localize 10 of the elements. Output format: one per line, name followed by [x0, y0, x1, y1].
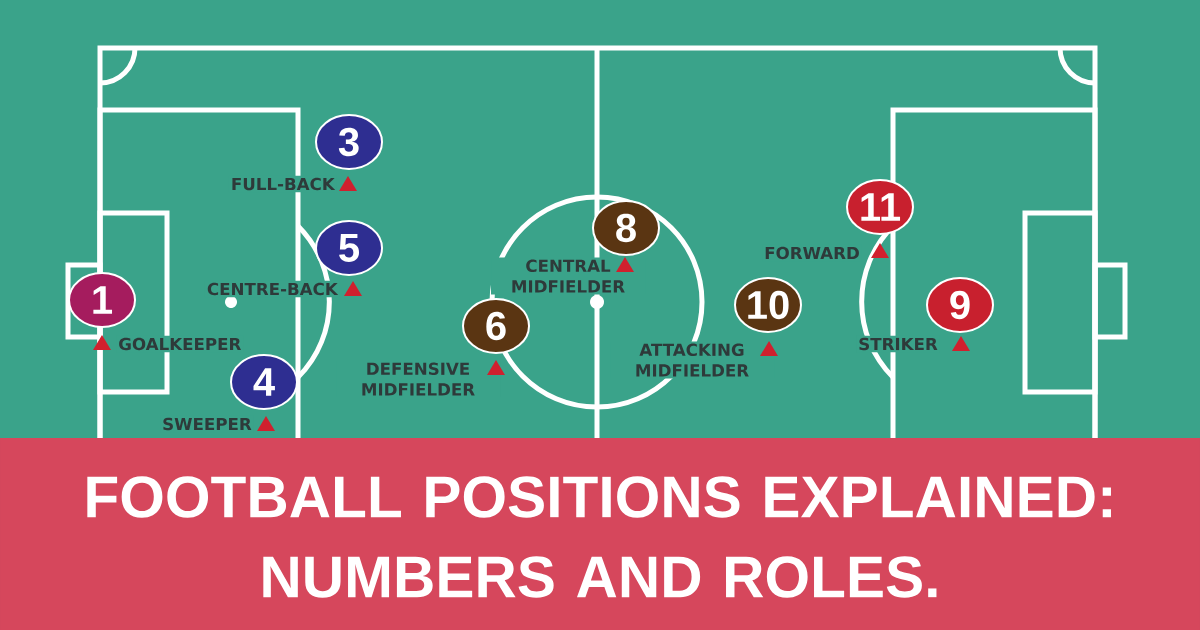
player-number-badge: 11: [846, 179, 914, 235]
player-number-badge: 4: [230, 354, 298, 410]
player-number-badge: 8: [592, 200, 660, 256]
title-banner: FOOTBALL POSITIONS EXPLAINED: NUMBERS AND ROLES.: [0, 438, 1200, 630]
player-number-badge: 9: [926, 277, 994, 333]
player-number-badge: 5: [315, 220, 383, 276]
player-number-badge: 3: [315, 114, 383, 170]
player-number-badge: 6: [462, 298, 530, 354]
player-number-badge: 1: [68, 272, 136, 328]
player-number-badge: 10: [734, 277, 802, 333]
